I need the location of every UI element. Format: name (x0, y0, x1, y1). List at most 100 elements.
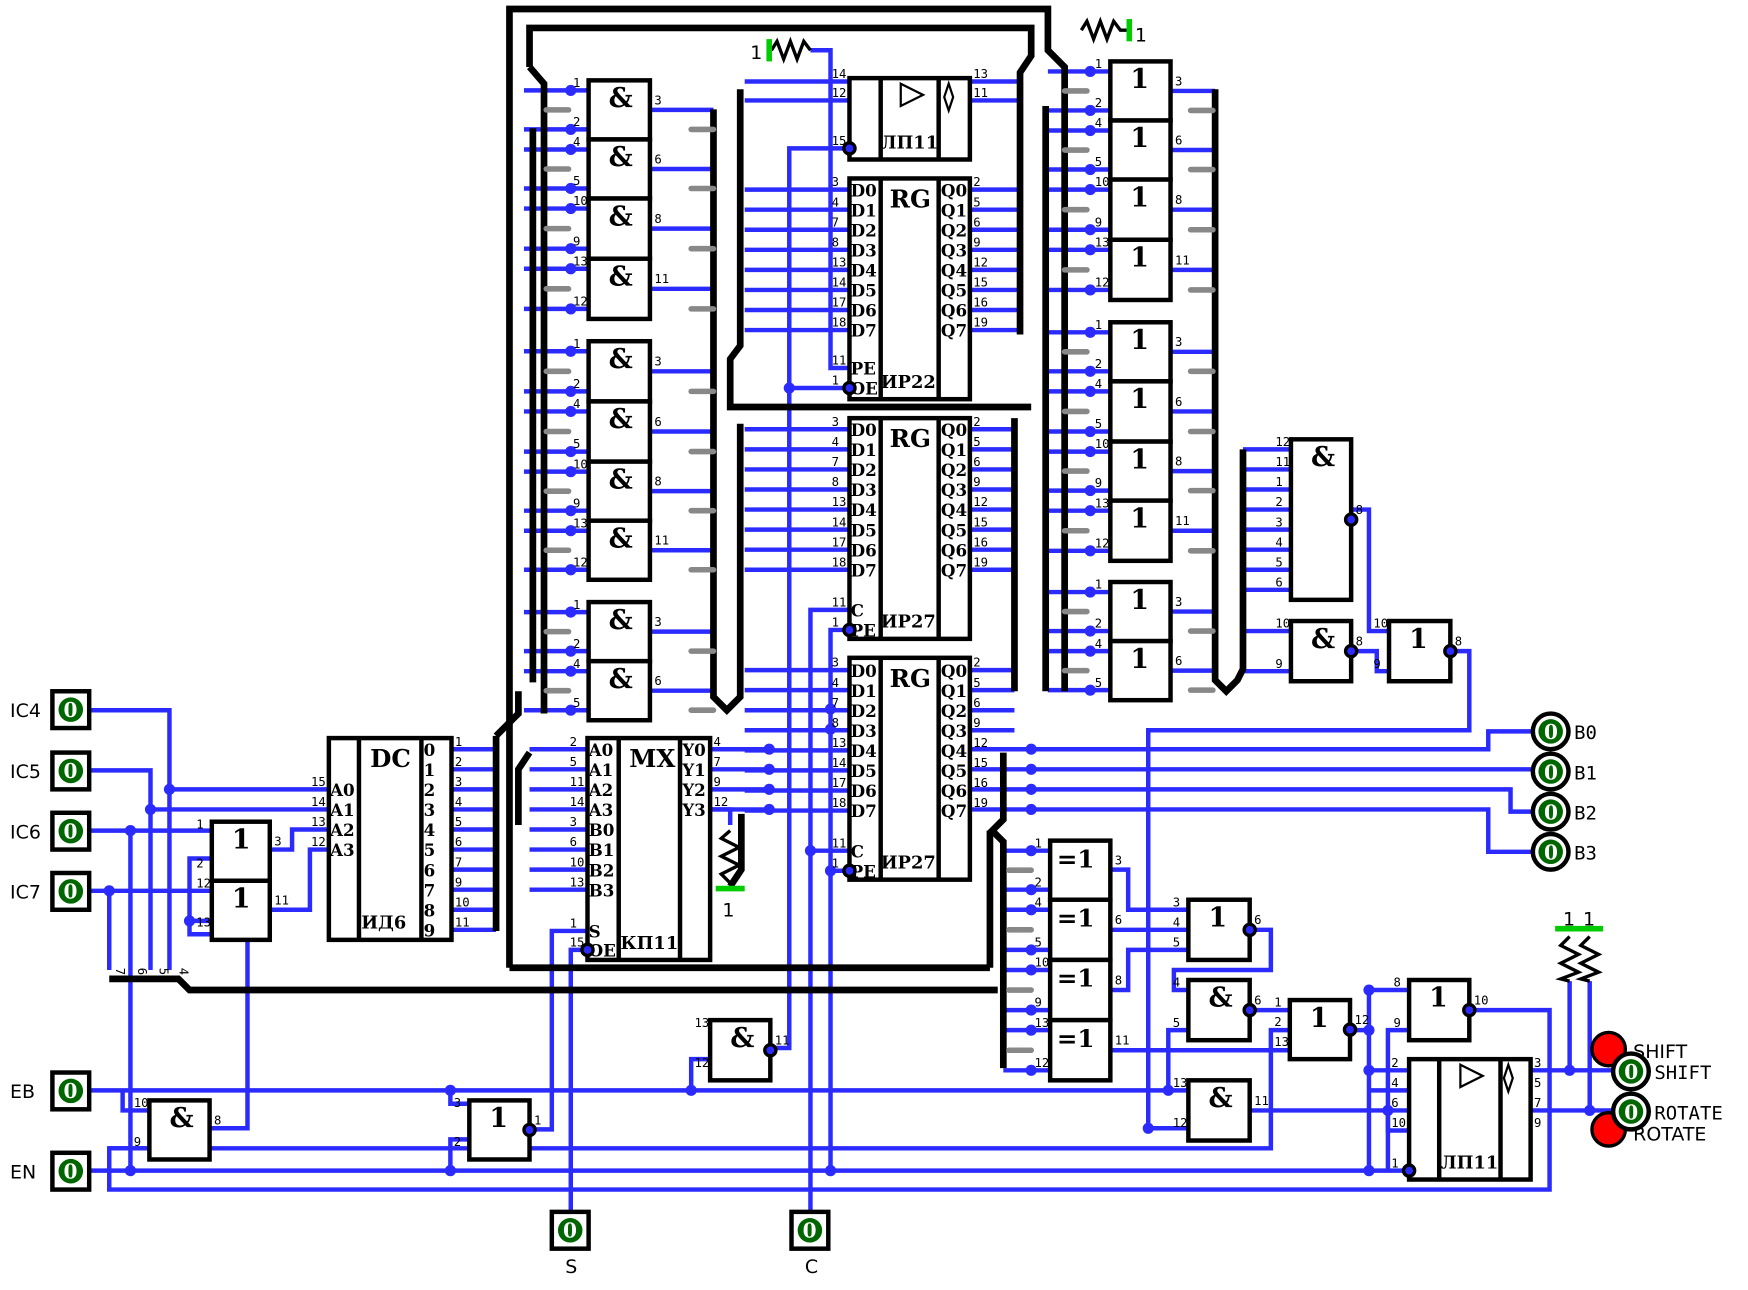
chip-output-pin: 9 (455, 875, 462, 889)
junction-dot (1162, 1084, 1174, 1096)
switch-state-indicator[interactable] (58, 697, 84, 722)
switch-state-indicator[interactable] (58, 1078, 84, 1104)
gate-input-pin: 2 (573, 377, 580, 391)
gate-symbol: & (609, 404, 633, 435)
chip-output-pin: 6 (973, 455, 980, 469)
chip-input-pin: 13 (570, 875, 585, 889)
switch-value: 0 (64, 880, 78, 904)
switch-label: IC6 (10, 821, 41, 843)
switch-label: EB (10, 1081, 35, 1103)
switch-state-indicator[interactable] (58, 879, 84, 904)
gate-symbol: 1 (1130, 444, 1149, 475)
bus-line (493, 691, 522, 739)
logic-gate-and (586, 518, 653, 583)
chip-output-pin: 5 (1534, 1076, 1541, 1090)
chip-output-pin: 5 (455, 815, 462, 829)
chip-input-label: PE (851, 861, 876, 881)
chip-output-pin: 13 (973, 67, 988, 81)
input-switch-c[interactable]: 0C (789, 1209, 831, 1278)
junction-dot (1025, 1024, 1037, 1036)
junction-dot (1084, 244, 1096, 256)
gate-input-pin: 4 (1035, 895, 1042, 909)
junction-dot (565, 665, 577, 677)
gate-input-pin: 4 (1095, 637, 1102, 651)
bus-tap-label: 4 (176, 968, 190, 975)
switch-state-indicator[interactable] (58, 1158, 84, 1184)
gate-input-pin: 2 (1095, 617, 1102, 631)
wire (969, 729, 1533, 752)
gate-input-pin: 10 (134, 1096, 149, 1110)
junction-dot (565, 385, 577, 397)
switch-value: 0 (64, 1159, 78, 1183)
wire (808, 607, 850, 1212)
gate-input-pin: 9 (1275, 657, 1282, 671)
chip-output-pin: 1 (455, 735, 462, 749)
chip-output-label: Q0 (941, 420, 967, 440)
switch-state-indicator[interactable] (797, 1218, 823, 1243)
chip-output-label: 6 (424, 860, 436, 880)
chip-output-label: Q6 (941, 781, 967, 801)
gate-input-pin: 5 (1095, 155, 1102, 169)
chip-output-label: Y0 (681, 740, 706, 760)
switch-state-indicator[interactable] (557, 1218, 583, 1243)
input-switch-en[interactable]: 0EN (10, 1150, 92, 1192)
junction-dot (1084, 124, 1096, 137)
gate-symbol: 1 (1130, 243, 1149, 274)
chip-output-pin: 7 (713, 755, 720, 769)
switch-label: IC5 (10, 761, 41, 783)
resistor-icon (770, 36, 812, 64)
junction-dot (565, 202, 577, 215)
diamond-icon (943, 80, 955, 114)
junction-dot (144, 803, 157, 816)
switch-value: 0 (64, 759, 78, 783)
chip-input-label: D2 (851, 220, 877, 240)
junction-dot (565, 606, 577, 618)
inversion-bubble (763, 1042, 778, 1058)
inversion-bubble (842, 622, 857, 638)
gate-input-pin: 1 (1035, 836, 1042, 850)
chip-input-pin: 6 (570, 835, 577, 849)
junction-dot (1084, 284, 1096, 296)
chip-output-pin: 12 (973, 495, 988, 509)
switch-state-indicator[interactable] (58, 758, 84, 784)
gate-input-pin: 11 (1275, 455, 1290, 469)
chip-title: RG (890, 664, 931, 693)
gate-output-pin: 3 (1175, 595, 1182, 609)
gate-symbol: & (609, 464, 633, 495)
gate-symbol: & (1208, 1083, 1232, 1114)
gate-output-pin: 8 (214, 1113, 221, 1127)
bus-line (515, 750, 533, 826)
chip-input-pin: 8 (832, 475, 839, 489)
logic-gate-or (1108, 439, 1173, 503)
junction-dot (1084, 104, 1096, 117)
junction-dot (565, 143, 577, 156)
gate-output-pin: 11 (274, 894, 289, 908)
gate-input-pin: 4 (1275, 535, 1282, 549)
gate-input-pin: 12 (695, 1056, 710, 1070)
chip-input-label: B0 (589, 820, 615, 840)
input-switch-ic5[interactable]: 0 IC5 (10, 750, 92, 792)
triangle-icon (1459, 1062, 1486, 1089)
chip-input-pin: 7 (832, 455, 839, 469)
chip-output-pin: 10 (455, 895, 470, 909)
indicator-label: B1 (1574, 762, 1597, 784)
chip-input-label: C (851, 841, 864, 861)
junction-dot (1084, 645, 1096, 657)
gate-output-pin: 8 (654, 475, 661, 489)
logic-gate-and (586, 256, 653, 322)
logic-gate-or (1108, 177, 1173, 243)
chip-input-pin: 11 (832, 354, 847, 368)
chip-output-label: Q4 (941, 741, 967, 761)
chip-input-pin: 5 (570, 755, 577, 769)
input-switch-eb[interactable]: 0EB (10, 1070, 92, 1112)
input-switch-s[interactable]: 0S (549, 1209, 591, 1278)
gate-input-pin: 4 (1173, 915, 1180, 929)
switch-state-indicator[interactable] (58, 818, 84, 844)
gate-input-pin: 1 (1095, 578, 1102, 592)
chip-input-pin: 4 (832, 195, 839, 209)
gate-input-pin: 2 (1095, 96, 1102, 110)
gate-input-pin: 5 (1095, 676, 1102, 690)
